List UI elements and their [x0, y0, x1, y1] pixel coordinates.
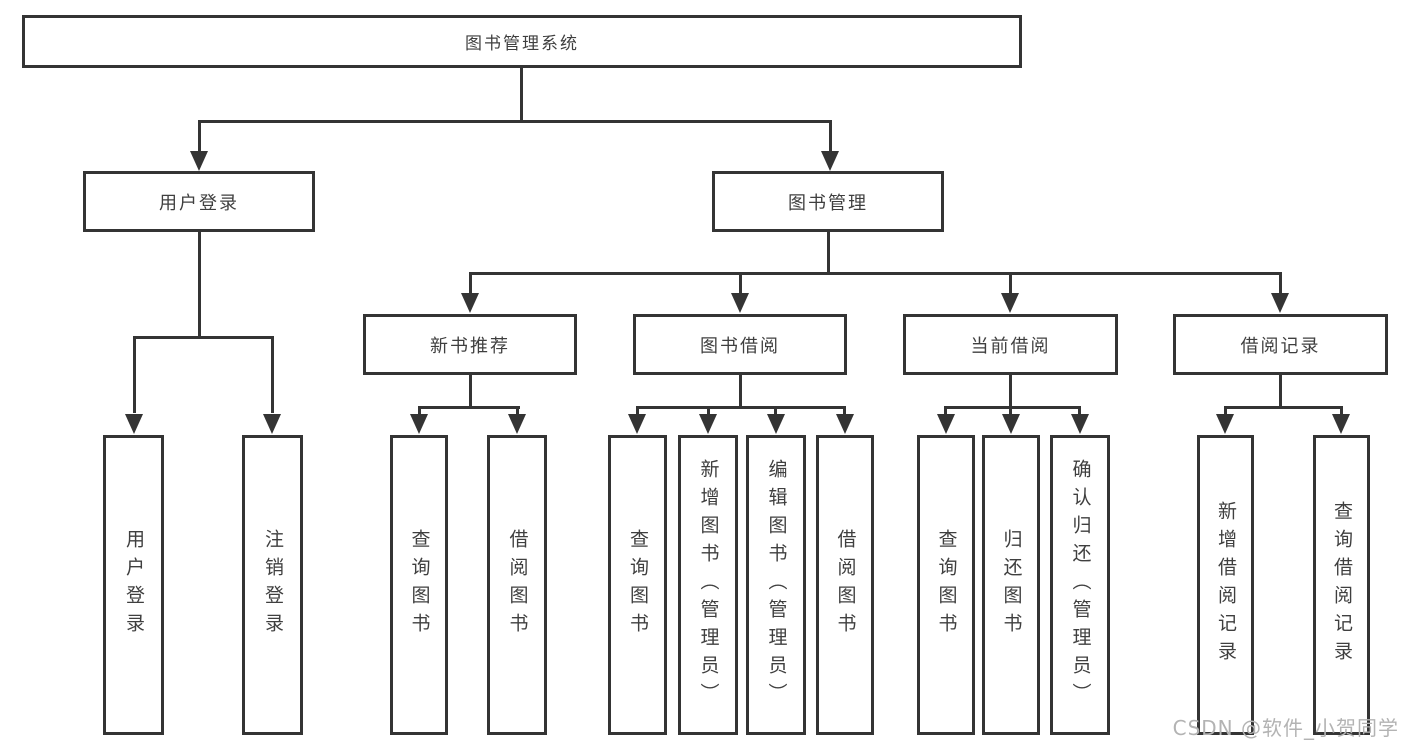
leaf-label: 借阅图书: [834, 529, 857, 641]
arrow-down-icon: [699, 414, 717, 434]
connector-line: [418, 406, 421, 416]
node-current-borrowing: 当前借阅: [903, 314, 1118, 375]
connector-line: [198, 229, 201, 336]
arrow-down-icon: [1071, 414, 1089, 434]
leaf-add-borrow-record: 新增借阅记录: [1197, 435, 1254, 735]
leaf-query-borrow-record: 查询借阅记录: [1313, 435, 1370, 735]
connector-line: [1009, 406, 1012, 416]
leaf-label: 新增图书（管理员）: [697, 459, 720, 711]
leaf-add-book-admin: 新增图书（管理员）: [678, 435, 738, 735]
arrow-down-icon: [1271, 293, 1289, 313]
connector-line: [843, 406, 846, 416]
connector-line: [1279, 372, 1282, 406]
arrow-down-icon: [836, 414, 854, 434]
connector-line: [198, 120, 832, 123]
connector-line: [827, 229, 830, 272]
leaf-borrow-books-borrowing: 借阅图书: [816, 435, 874, 735]
leaf-label: 借阅图书: [506, 529, 529, 641]
connector-line: [829, 120, 832, 153]
connector-line: [418, 406, 520, 409]
node-book-borrowing: 图书借阅: [633, 314, 847, 375]
leaf-label: 用户登录: [123, 529, 145, 641]
arrow-down-icon: [731, 293, 749, 313]
connector-line: [774, 406, 777, 416]
arrow-down-icon: [1002, 414, 1020, 434]
leaf-label: 查询图书: [627, 529, 649, 641]
leaf-query-books-recommend: 查询图书: [390, 435, 448, 735]
connector-line: [1009, 372, 1012, 406]
connector-line: [469, 272, 1281, 275]
connector-line: [707, 406, 710, 416]
leaf-label: 归还图书: [1000, 529, 1023, 641]
leaf-query-books-borrowing: 查询图书: [608, 435, 667, 735]
leaf-return-book: 归还图书: [982, 435, 1040, 735]
connector-line: [945, 406, 1081, 409]
connector-line: [271, 336, 274, 413]
leaf-label: 查询借阅记录: [1331, 501, 1353, 669]
connector-line: [516, 406, 519, 416]
leaf-label: 查询图书: [935, 529, 958, 641]
connector-line: [636, 406, 846, 409]
arrow-down-icon: [1216, 414, 1234, 434]
connector-line: [739, 272, 742, 295]
arrow-down-icon: [937, 414, 955, 434]
connector-line: [1340, 406, 1343, 416]
connector-line: [1224, 406, 1343, 409]
leaf-label: 确认归还（管理员）: [1069, 459, 1092, 711]
connector-line: [636, 406, 639, 416]
arrow-down-icon: [821, 151, 839, 171]
leaf-user-login: 用户登录: [103, 435, 164, 735]
connector-line: [739, 372, 742, 406]
arrow-down-icon: [190, 151, 208, 171]
connector-line: [469, 372, 472, 406]
leaf-query-books-current: 查询图书: [917, 435, 975, 735]
connector-line: [133, 336, 136, 413]
connector-line: [1224, 406, 1227, 416]
connector-line: [1078, 406, 1081, 416]
connector-line: [1279, 272, 1282, 295]
arrow-down-icon: [1001, 293, 1019, 313]
connector-line: [133, 336, 274, 339]
node-borrowing-records: 借阅记录: [1173, 314, 1388, 375]
arrow-down-icon: [508, 414, 526, 434]
arrow-down-icon: [263, 414, 281, 434]
leaf-edit-book-admin: 编辑图书（管理员）: [746, 435, 806, 735]
connector-line: [1009, 272, 1012, 295]
leaf-label: 编辑图书（管理员）: [765, 459, 788, 711]
connector-line: [944, 406, 947, 416]
arrow-down-icon: [125, 414, 143, 434]
leaf-label: 新增借阅记录: [1215, 501, 1237, 669]
node-user-login: 用户登录: [83, 171, 315, 232]
arrow-down-icon: [628, 414, 646, 434]
connector-line: [520, 66, 523, 120]
leaf-borrow-books-recommend: 借阅图书: [487, 435, 547, 735]
node-library-management-system: 图书管理系统: [22, 15, 1022, 68]
arrow-down-icon: [461, 293, 479, 313]
leaf-label: 查询图书: [408, 529, 431, 641]
node-book-management: 图书管理: [712, 171, 944, 232]
arrow-down-icon: [1332, 414, 1350, 434]
leaf-confirm-return-admin: 确认归还（管理员）: [1050, 435, 1110, 735]
arrow-down-icon: [410, 414, 428, 434]
leaf-logout: 注销登录: [242, 435, 303, 735]
connector-line: [198, 120, 201, 153]
node-new-book-recommendation: 新书推荐: [363, 314, 577, 375]
leaf-label: 注销登录: [262, 529, 284, 641]
arrow-down-icon: [767, 414, 785, 434]
connector-line: [469, 272, 472, 295]
csdn-watermark: CSDN @软件_小贺同学: [1172, 716, 1399, 740]
